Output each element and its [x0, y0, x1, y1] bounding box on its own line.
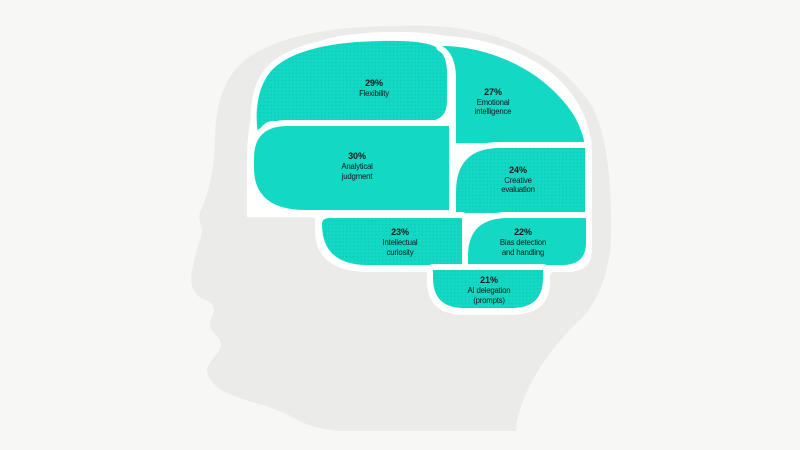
segment-pct-bias-detection: 22%: [514, 227, 532, 237]
segment-shape-ai-delegation: [427, 264, 549, 314]
segment-label-creative-evaluation-line2: evaluation: [501, 185, 535, 194]
segment-shape-intellectual-curiosity: [316, 212, 468, 271]
segment-shape-emotional-intelligence: [436, 40, 590, 149]
segment-label-ai-delegation-line1: AI delegation: [468, 286, 511, 295]
segment-label-flexibility-line1: Flexibility: [359, 89, 389, 98]
segment-pct-flexibility: 29%: [365, 78, 383, 88]
segment-pct-emotional-intelligence: 27%: [484, 87, 502, 97]
segment-pct-intellectual-curiosity: 23%: [391, 227, 409, 237]
segment-shape-analytical-judgment: [248, 120, 455, 216]
segment-pct-ai-delegation: 21%: [480, 275, 498, 285]
segment-label-ai-delegation-line2: (prompts): [473, 296, 505, 305]
segment-label-emotional-intelligence-line1: Emotional: [477, 98, 510, 107]
segment-label-bias-detection-line1: Bias detection: [500, 238, 546, 247]
segment-label-emotional-intelligence-line2: intelligence: [475, 107, 512, 116]
segment-pct-analytical-judgment: 30%: [348, 151, 366, 161]
segment-label-creative-evaluation-line1: Creative: [504, 176, 531, 185]
segment-label-bias-detection-line2: and handling: [502, 248, 544, 257]
segment-label-analytical-judgment-line2: judgment: [341, 172, 374, 181]
segment-label-intellectual-curiosity-line1: Intellectual: [383, 238, 418, 247]
segment-label-intellectual-curiosity-line2: curiosity: [387, 248, 414, 257]
segment-pct-creative-evaluation: 24%: [509, 165, 527, 175]
segment-ai-delegation: 21%AI delegation(prompts): [427, 264, 549, 314]
segment-label-analytical-judgment-line1: Analytical: [341, 162, 373, 171]
